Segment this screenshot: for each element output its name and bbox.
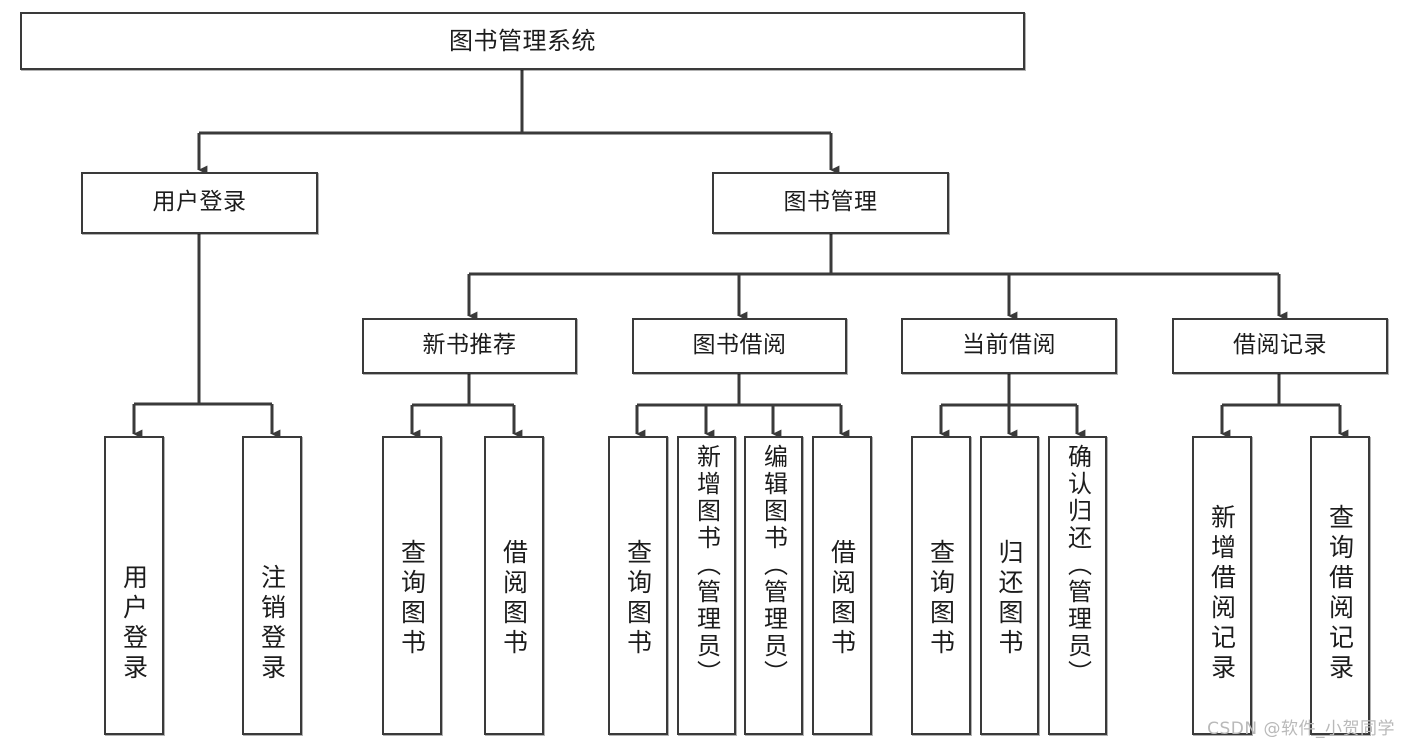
node-new-book-recommend[interactable]: 新书推荐 [362,318,577,374]
node-label: 注销登录 [257,564,287,684]
node-label: 图书管理系统 [449,26,596,55]
leaf-user-login[interactable]: 用户登录 [104,436,164,735]
node-label: 借阅图书 [499,539,529,659]
leaf-borrow-book[interactable]: 借阅图书 [812,436,872,735]
node-label: 用户登录 [119,564,149,684]
node-label: 查询图书 [623,539,653,659]
node-label: 确认归还（管理员） [1063,444,1092,687]
watermark-text: CSDN @软件_小贺同学 [1207,719,1395,739]
node-label: 新增借阅记录 [1207,504,1237,684]
node-label: 图书借阅 [692,332,787,359]
node-label: 借阅记录 [1233,332,1327,359]
node-book-borrow[interactable]: 图书借阅 [632,318,847,374]
node-label: 归还图书 [995,539,1024,659]
leaf-borrow-book-recommend[interactable]: 借阅图书 [484,436,544,735]
leaf-return-book[interactable]: 归还图书 [980,436,1039,735]
node-label: 当前借阅 [962,332,1056,359]
node-user-login[interactable]: 用户登录 [81,172,318,234]
leaf-query-book-recommend[interactable]: 查询图书 [382,436,442,735]
node-label: 新书推荐 [422,332,517,359]
leaf-query-borrow-record[interactable]: 查询借阅记录 [1310,436,1370,735]
node-label: 编辑图书（管理员） [759,444,788,687]
node-label: 借阅图书 [827,539,857,659]
node-label: 查询图书 [397,539,427,659]
leaf-add-book-admin[interactable]: 新增图书（管理员） [677,436,736,735]
node-borrow-record[interactable]: 借阅记录 [1172,318,1388,374]
leaf-query-book-current[interactable]: 查询图书 [911,436,971,735]
node-current-borrow[interactable]: 当前借阅 [901,318,1117,374]
leaf-logout[interactable]: 注销登录 [242,436,302,735]
node-label: 图书管理 [783,189,878,216]
node-label: 用户登录 [152,189,247,216]
node-label: 查询图书 [926,539,956,659]
leaf-query-book-borrow[interactable]: 查询图书 [608,436,668,735]
node-label: 查询借阅记录 [1325,504,1355,684]
node-book-management[interactable]: 图书管理 [712,172,949,234]
node-root-system[interactable]: 图书管理系统 [20,12,1025,70]
node-label: 新增图书（管理员） [692,444,721,687]
leaf-edit-book-admin[interactable]: 编辑图书（管理员） [744,436,803,735]
leaf-confirm-return-admin[interactable]: 确认归还（管理员） [1048,436,1107,735]
leaf-add-borrow-record[interactable]: 新增借阅记录 [1192,436,1252,735]
